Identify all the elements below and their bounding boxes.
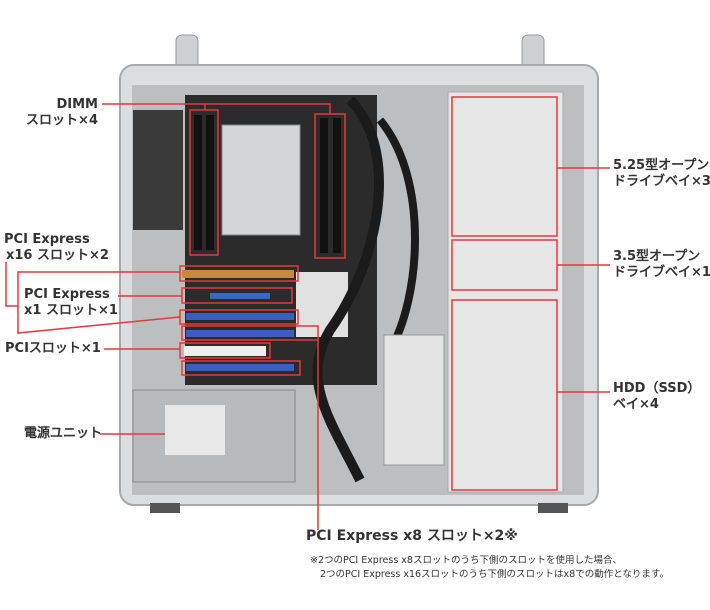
- hdd-highlight: [451, 299, 558, 491]
- psu-label-plate: [165, 405, 225, 455]
- dimm-module: [333, 118, 341, 253]
- bay-35-label: 3.5型オープン ドライブベイ×1: [613, 249, 710, 281]
- bay-35-label-line1: 3.5型オープン: [613, 249, 701, 264]
- dimm-leader: [102, 103, 331, 114]
- dimm-module: [206, 115, 214, 250]
- dimm-highlight-left: [189, 109, 219, 256]
- pci-highlight: [179, 342, 271, 359]
- drive-cage: [447, 91, 564, 493]
- pcie-x1-label-line1: PCI Express: [24, 287, 110, 302]
- bay-35-label-line2: ドライブベイ×1: [613, 265, 710, 280]
- dimm-module: [320, 118, 328, 253]
- pcie-x1-label-line2: x1 スロット×1: [24, 303, 118, 318]
- slot: [184, 346, 266, 356]
- slot: [210, 293, 270, 299]
- case-foot: [538, 503, 568, 513]
- hdd-label-line2: ベイ×4: [613, 397, 659, 412]
- hdd-label: HDD（SSD） ベイ×4: [613, 381, 700, 413]
- pcie-x16-label-line1: PCI Express: [4, 232, 90, 247]
- slot: [186, 364, 294, 371]
- dimm-label: DIMM スロット×4: [20, 97, 98, 129]
- dimm-module: [194, 115, 202, 250]
- psu-label: 電源ユニット: [24, 426, 103, 441]
- hdd-bracket: [383, 334, 445, 466]
- cpu-cooler: [221, 124, 301, 236]
- pcie-x8-highlight: [181, 325, 319, 341]
- pcie-x16-label: PCI Express x16 スロット×2: [4, 232, 109, 264]
- dimm-label-line1: DIMM: [56, 97, 98, 112]
- footnote-line1: ※2つのPCI Express x8スロットのうち下側のスロットを使用した場合、: [310, 555, 622, 566]
- pcie-x8-label: PCI Express x8 スロット×2※: [306, 528, 518, 544]
- cable-bundle: [376, 117, 419, 353]
- pci-label: PCIスロット×1: [5, 341, 101, 356]
- pcie-x16-label-line2: x16 スロット×2: [6, 248, 109, 263]
- footnote: ※2つのPCI Express x8スロットのうち下側のスロットを使用した場合、…: [310, 554, 669, 582]
- hdd-label-line1: HDD（SSD）: [613, 381, 701, 396]
- chipset-heatsink: [296, 272, 348, 337]
- dimm-label-line2: スロット×4: [26, 113, 98, 128]
- pcie-x8-highlight: [181, 360, 301, 376]
- leader-lines: [5, 103, 610, 530]
- pcie-x16-highlight: [179, 265, 299, 282]
- slot: [186, 330, 294, 337]
- bay-525-label-line1: 5.25型オープン: [613, 158, 710, 173]
- pcie-x16-leader: [17, 306, 181, 334]
- bay-525-highlight: [451, 96, 558, 237]
- slot: [182, 270, 294, 278]
- rear-fan: [133, 110, 183, 230]
- slot: [186, 313, 294, 320]
- cable-bundle: [312, 96, 384, 483]
- bay-525-label-line2: ドライブベイ×3: [613, 174, 710, 189]
- case-foot: [150, 503, 180, 513]
- footnote-line2: 2つのPCI Express x16スロットのうち下側のスロットはx8での動作と…: [320, 569, 669, 580]
- pcie-x1-label: PCI Express x1 スロット×1: [24, 287, 118, 319]
- bay-525-label: 5.25型オープン ドライブベイ×3: [613, 158, 710, 190]
